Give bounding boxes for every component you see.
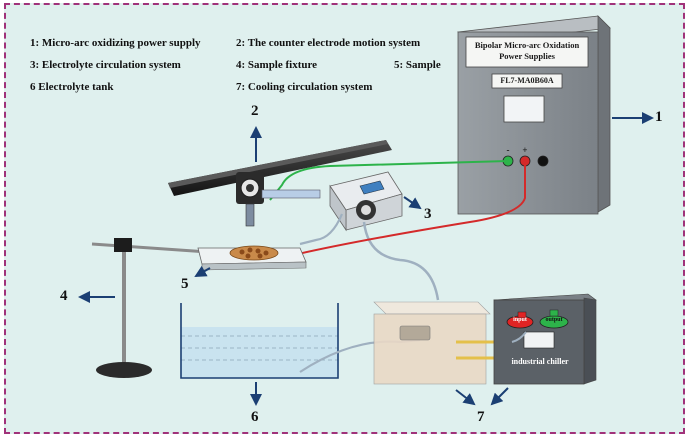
callout-4: 4 <box>60 288 68 304</box>
ground-terminal <box>537 155 549 167</box>
callout-5: 5 <box>181 276 189 292</box>
industrial-chiller <box>493 293 597 385</box>
callout-arrows <box>78 112 654 406</box>
sample-plate <box>197 245 307 271</box>
electrolyte-tank <box>180 303 339 379</box>
minus-label: - <box>506 145 510 155</box>
sample-fixture-stand <box>91 238 209 378</box>
negative-wire <box>269 160 509 201</box>
chiller-input-label: input <box>513 317 527 323</box>
callout-2: 2 <box>251 103 259 119</box>
cooling-tank <box>373 301 512 385</box>
legend-item-1: 1: Micro-arc oxidizing power supply <box>30 37 201 49</box>
chiller-output-label: output <box>545 317 563 323</box>
power-supply-title-line1: Bipolar Micro-arc Oxidation <box>474 40 580 50</box>
motion-carriage <box>236 172 321 227</box>
power-supply-model: FL7-MA0B60A <box>500 76 554 85</box>
legend-item-2: 2: The counter electrode motion system <box>236 37 421 49</box>
power-supply-model-panel <box>491 73 563 89</box>
legend-item-7: 7: Cooling circulation system <box>236 81 373 93</box>
callout-3: 3 <box>424 206 432 222</box>
legend-item-5: 5: Sample <box>394 59 441 71</box>
positive-wire <box>297 161 526 255</box>
power-supply-cabinet <box>457 15 611 215</box>
pump-to-fixture-tube <box>299 213 344 246</box>
power-supply-title-panel <box>465 36 589 68</box>
chiller-label: industrial chiller <box>511 357 569 366</box>
power-supply-display <box>503 95 545 123</box>
callout-6: 6 <box>251 409 259 425</box>
power-supply-title-line2: Power Supplies <box>499 51 555 61</box>
power-supply-title: Bipolar Micro-arc Oxidation Power Suppli… <box>466 40 588 62</box>
legend-item-3: 3: Electrolyte circulation system <box>30 59 181 71</box>
circulation-pump <box>329 171 403 232</box>
chiller-display <box>523 331 555 349</box>
callout-1: 1 <box>655 109 663 125</box>
legend-item-6: 6 Electrolyte tank <box>30 81 114 93</box>
plus-label: + <box>522 145 528 155</box>
legend-item-4: 4: Sample fixture <box>236 59 318 71</box>
callout-7: 7 <box>477 409 485 425</box>
counter-electrode-rail <box>168 140 392 196</box>
